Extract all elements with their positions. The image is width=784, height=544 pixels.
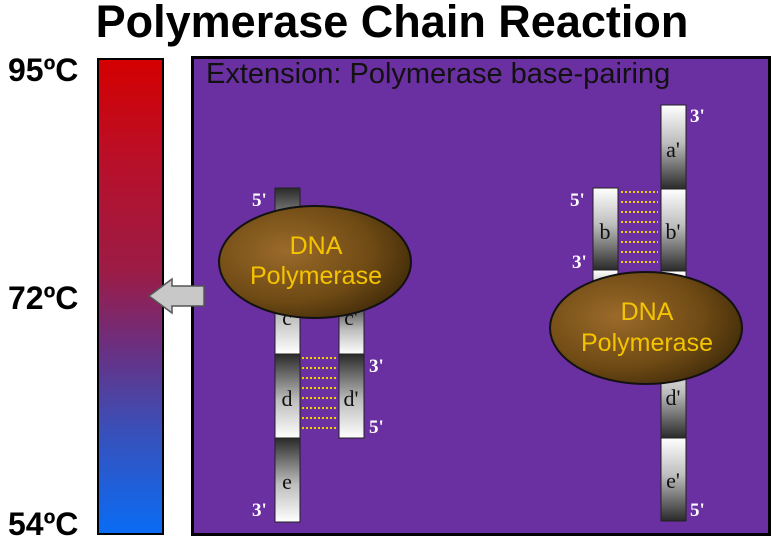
diagram-title: Polymerase Chain Reaction (95, 0, 689, 47)
left-hydrogen-bonds (302, 357, 337, 429)
panel-heading: Extension: Polymerase base-pairing (206, 58, 671, 90)
temperature-low-label: 54ºC (8, 506, 79, 542)
right-hydrogen-bonds (621, 191, 658, 263)
left-new-end-top: 3' (369, 356, 384, 377)
temperature-mid-label: 72ºC (8, 280, 79, 316)
right-new-end-bottom: 3' (572, 252, 587, 273)
left-segment-d: d (282, 386, 293, 411)
right-polymerase-label-line1: DNA (621, 298, 674, 326)
right-segment-a: a' (666, 137, 680, 162)
temperature-high-label: 95ºC (8, 52, 79, 88)
right-new-segment-b: b (600, 219, 611, 244)
right-template-end-top: 3' (690, 106, 705, 127)
left-new-segment-d: d' (344, 386, 359, 411)
right-segment-b: b' (666, 219, 681, 244)
left-polymerase-label-line2: Polymerase (250, 262, 382, 290)
right-template-end-bottom: 5' (690, 500, 705, 521)
left-segment-c: c (282, 305, 292, 330)
left-segment-e: e (282, 469, 292, 494)
left-new-end-bottom: 5' (369, 417, 384, 438)
right-dna-polymerase: DNA Polymerase (549, 271, 743, 385)
right-polymerase-label-line2: Polymerase (581, 329, 713, 357)
right-segment-d: d' (666, 385, 681, 410)
left-template-end-top: 5' (252, 190, 267, 211)
left-dna-polymerase: DNA Polymerase (218, 205, 412, 319)
temperature-pointer-arrow (147, 277, 205, 315)
right-new-end-top: 5' (570, 190, 585, 211)
right-segment-e: e' (666, 468, 680, 493)
left-template-end-bottom: 3' (252, 500, 267, 521)
left-polymerase-label-line1: DNA (290, 232, 343, 260)
